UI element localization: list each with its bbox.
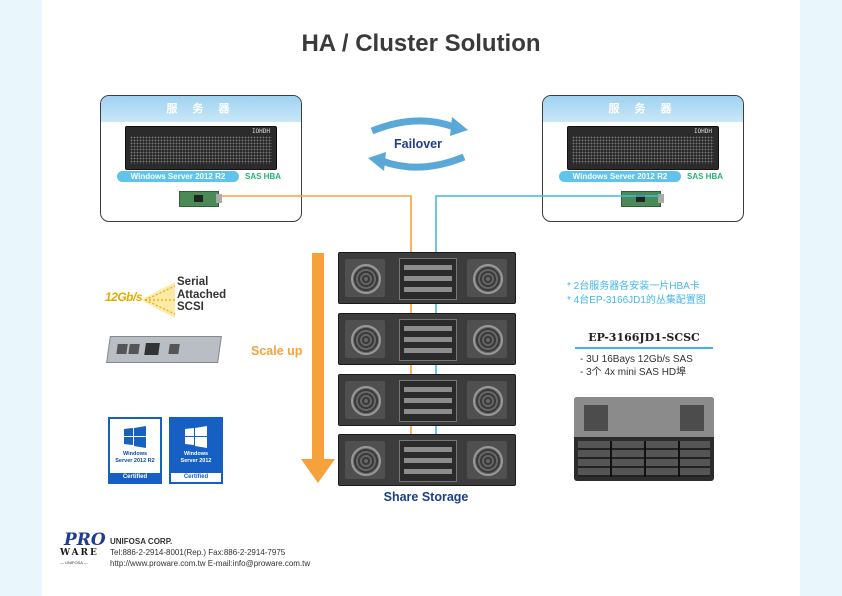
hba-card-icon	[179, 191, 222, 207]
hba-port	[216, 194, 222, 203]
logo-pro: PRO	[64, 530, 106, 550]
spec-line: - 3个 4x mini SAS HD埠	[580, 367, 687, 378]
failover-indicator: Failover	[366, 113, 470, 175]
fan-icon	[345, 320, 385, 358]
storage-unit	[338, 252, 516, 304]
cert-title: Windows Server 2012 R2	[110, 451, 160, 465]
cert-title: Windows Server 2012	[171, 451, 221, 465]
cert-line: Windows	[183, 451, 209, 457]
controller	[399, 380, 457, 422]
logo-ware: WARE	[60, 548, 99, 558]
hba-chip	[636, 195, 645, 202]
note-line: * 4台EP-3166JD1的丛集配置图	[567, 295, 706, 306]
storage-unit	[338, 374, 516, 426]
os-label: Windows Server 2012 R2	[117, 171, 239, 182]
scale-up-label: Scale up	[251, 344, 303, 358]
chassis-brand: IOHDH	[693, 128, 712, 135]
chassis-grille	[572, 136, 714, 164]
server-header: 服 务 器	[101, 96, 301, 122]
fan-icon	[467, 320, 507, 358]
sas-speed-badge: 12Gb/s	[105, 290, 143, 304]
os-label: Windows Server 2012 R2	[559, 171, 681, 182]
server-chassis: IOHDH	[125, 126, 277, 170]
hba-label: SAS HBA	[687, 172, 724, 181]
sas-word: SCSI	[177, 301, 204, 313]
fan-icon	[345, 259, 385, 297]
windows-logo-icon	[124, 426, 146, 448]
failover-label: Failover	[394, 137, 442, 151]
proware-logo: PRO WARE — UNIFOSA —	[58, 530, 106, 570]
model-underline	[575, 347, 713, 349]
hba-port	[658, 194, 664, 203]
sas-logo: 12Gb/s Serial Attached SCSI	[105, 270, 235, 322]
cert-badge-2012-r2: Windows Server 2012 R2 Certified	[108, 417, 162, 484]
product-specs: - 3U 16Bays 12Gb/s SAS - 3个 4x mini SAS …	[580, 353, 693, 379]
cert-line: Server 2012	[180, 458, 212, 464]
hba-photo-port	[116, 344, 128, 354]
sas-words: Serial Attached SCSI	[177, 276, 226, 314]
drive-bays	[578, 441, 710, 477]
cert-badge-2012: Windows Server 2012 Certified	[169, 417, 223, 484]
scale-up-arrow-icon	[301, 253, 335, 483]
server-right: 服 务 器 IOHDH Windows Server 2012 R2 SAS H…	[542, 95, 744, 222]
controller	[399, 258, 457, 300]
share-storage-label: Share Storage	[383, 490, 469, 504]
product-model: EP-3166JD1-SCSC	[588, 331, 700, 344]
sas-rays-icon	[141, 282, 176, 318]
hba-photo-port	[168, 344, 180, 354]
product-image	[574, 397, 714, 481]
chassis-grille	[130, 136, 272, 164]
storage-unit	[338, 434, 516, 486]
fan-icon	[467, 381, 507, 419]
logo-sub: — UNIFOSA —	[60, 560, 88, 565]
controller	[399, 440, 457, 482]
fan-icon	[345, 441, 385, 479]
footer-contact: UNIFOSA CORP. Tel:886-2-2914-8001(Rep.) …	[110, 536, 310, 569]
hba-label: SAS HBA	[245, 172, 282, 181]
storage-unit	[338, 313, 516, 365]
note-line: * 2台服务器各安装一片HBA卡	[567, 281, 700, 292]
server-left: 服 务 器 IOHDH Windows Server 2012 R2 SAS H…	[100, 95, 302, 222]
sas-word: Attached	[177, 288, 227, 301]
company-web: http://www.proware.com.tw E-mail:info@pr…	[110, 559, 311, 568]
product-rear-panel	[574, 397, 714, 437]
sas-word: Serial	[177, 276, 209, 288]
hba-photo-chip	[144, 343, 160, 355]
cert-band: Certified	[171, 473, 221, 482]
server-chassis: IOHDH	[567, 126, 719, 170]
hba-card-icon	[621, 191, 664, 207]
server-header: 服 务 器	[543, 96, 743, 122]
hba-photo-port	[128, 344, 140, 354]
fan-icon	[467, 259, 507, 297]
company-phone: Tel:886-2-2914-8001(Rep.) Fax:886-2-2914…	[110, 548, 286, 557]
left-decor-band	[0, 0, 42, 596]
fan-icon	[345, 381, 385, 419]
company-name: UNIFOSA CORP.	[110, 537, 173, 546]
cert-line: Windows	[122, 451, 148, 457]
chassis-brand: IOHDH	[251, 128, 270, 135]
failover-arrows-icon	[368, 117, 468, 171]
windows-logo-icon	[185, 426, 207, 448]
right-decor-band	[800, 0, 842, 596]
fan-icon	[467, 441, 507, 479]
cert-line: Server 2012 R2	[115, 458, 155, 464]
hba-card-photo	[106, 336, 222, 363]
hba-chip	[194, 195, 203, 202]
spec-line: - 3U 16Bays 12Gb/s SAS	[580, 354, 693, 365]
controller	[399, 319, 457, 361]
page-title: HA / Cluster Solution	[301, 30, 541, 57]
cert-band: Certified	[110, 473, 160, 482]
notes: * 2台服务器各安装一片HBA卡 * 4台EP-3166JD1的丛集配置图	[567, 280, 706, 308]
